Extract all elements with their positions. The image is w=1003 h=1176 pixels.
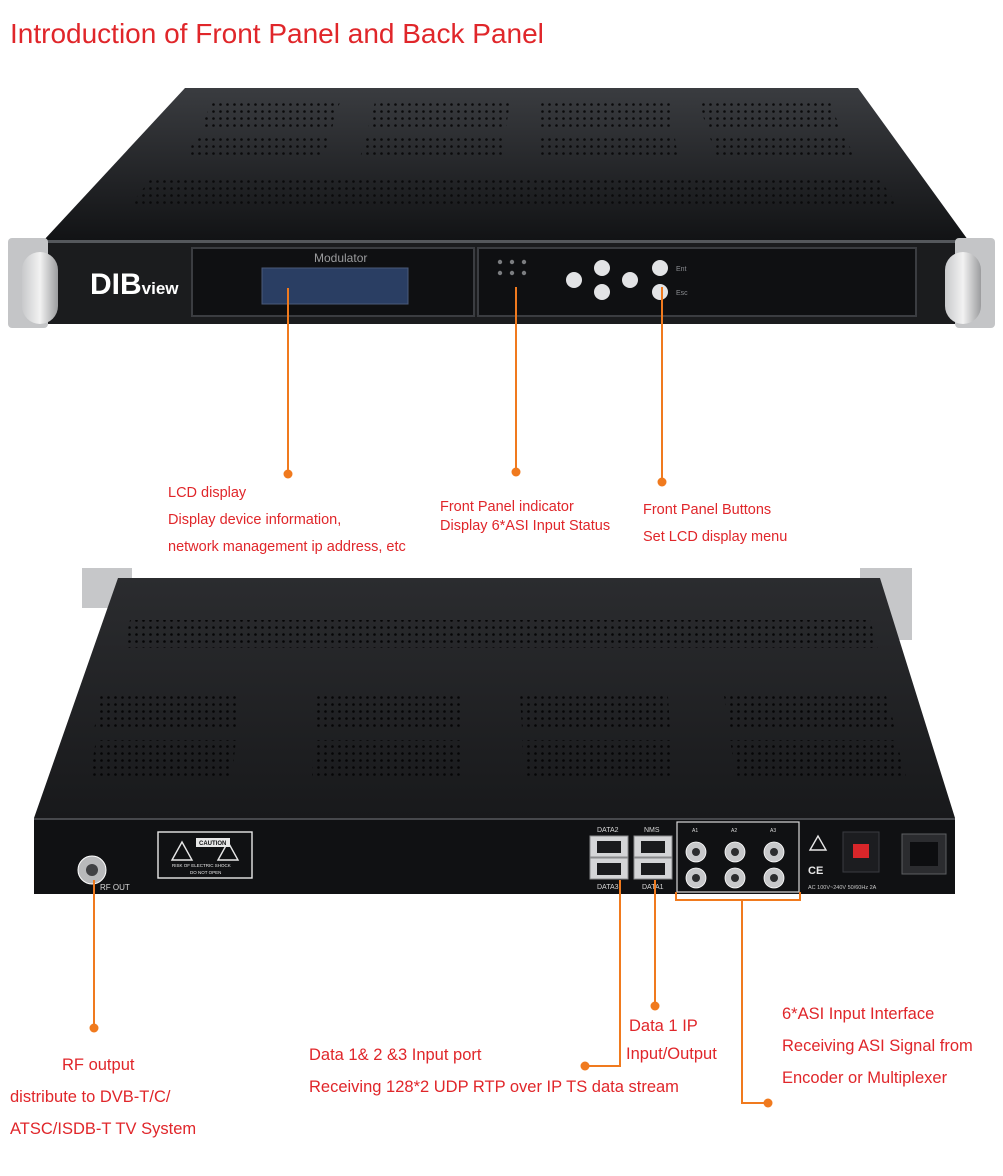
asi-annotation-title: 6*ASI Input Interface <box>782 1005 935 1023</box>
rf-annotation-line-1: distribute to DVB-T/C/ <box>10 1088 171 1106</box>
data1-annotation-line-1: Input/Output <box>626 1045 717 1063</box>
rf-annotation: RF output distribute to DVB-T/C/ ATSC/IS… <box>10 1049 196 1145</box>
data-port-annotation-line-1: Receiving 128*2 UDP RTP over IP TS data … <box>309 1078 679 1096</box>
rj45-ports <box>589 835 673 880</box>
ent-button-label: Ent <box>676 266 687 273</box>
back-panel-device-illustration: RF OUT CAUTION RISK OF ELECTRIC SHOCK DO… <box>34 568 955 894</box>
power-socket <box>901 833 947 875</box>
buttons-annotation-line-1: Set LCD display menu <box>643 529 788 545</box>
data1-label: DATA1 <box>642 884 664 891</box>
rf-out-label: RF OUT <box>100 883 130 892</box>
asi-annotation-line-2: Encoder or Multiplexer <box>782 1069 948 1087</box>
asi-annotation: 6*ASI Input Interface Receiving ASI Sign… <box>782 998 973 1094</box>
indicator-annotation: Front Panel indicator Display 6*ASI Inpu… <box>440 498 610 536</box>
asi-label-a2: A2 <box>731 828 737 834</box>
lcd-annotation-line-1: Display device information, <box>168 512 342 528</box>
data2-label: DATA2 <box>597 827 619 834</box>
asi-input-block <box>676 821 800 893</box>
asi-label-a3: A3 <box>770 828 776 834</box>
esc-button-label: Esc <box>676 290 688 297</box>
control-panel <box>477 247 917 317</box>
data-port-annotation-title: Data 1& 2 &3 Input port <box>309 1046 482 1064</box>
lcd-annotation-title: LCD display <box>168 485 247 501</box>
indicator-annotation-title: Front Panel indicator <box>440 499 574 515</box>
brand-logo: DIBview <box>90 268 179 301</box>
lcd-annotation: LCD display Display device information, … <box>168 480 406 561</box>
asi-leader <box>741 900 768 1104</box>
lcd-annotation-line-2: network management ip address, etc <box>168 539 406 555</box>
buttons-annotation: Front Panel Buttons Set LCD display menu <box>643 497 787 551</box>
asi-bracket <box>675 892 801 901</box>
caution-line-1: RISK OF ELECTRIC SHOCK <box>172 863 231 868</box>
power-rating: AC 100V~240V 50/60Hz 2A <box>808 885 877 891</box>
asi-status-leds <box>497 259 527 276</box>
data-port-annotation: Data 1& 2 &3 Input port Receiving 128*2 … <box>309 1039 679 1103</box>
rf-annotation-line-2: ATSC/ISDB-T TV System <box>10 1120 197 1138</box>
asi-annotation-line-1: Receiving ASI Signal from <box>782 1037 973 1055</box>
front-panel-device-illustration: DIBview Modulator Ent Esc <box>8 88 995 328</box>
front-panel-buttons <box>566 260 668 300</box>
right-handle <box>945 252 981 324</box>
data3-label: DATA3 <box>597 884 619 891</box>
data1-annotation: Data 1 IP Input/Output <box>626 1012 717 1068</box>
indicator-annotation-line-1: Display 6*ASI Input Status <box>440 518 611 534</box>
asi-label-a1: A1 <box>692 828 698 834</box>
caution-line-2: DO NOT OPEN <box>190 870 221 875</box>
rf-annotation-title: RF output <box>62 1056 135 1074</box>
power-switch <box>853 844 869 858</box>
left-handle <box>22 252 58 324</box>
lcd-screen <box>261 267 409 305</box>
ce-mark-icon: CE <box>808 865 823 877</box>
buttons-annotation-title: Front Panel Buttons <box>643 502 772 518</box>
nms-label: NMS <box>644 827 660 834</box>
data1-annotation-title: Data 1 IP <box>629 1017 698 1035</box>
warning-icon <box>808 834 828 851</box>
data-port-leader <box>585 880 621 1067</box>
page-title: Introduction of Front Panel and Back Pan… <box>10 18 544 49</box>
caution-title: CAUTION <box>199 841 226 847</box>
lcd-label: Modulator <box>314 251 367 265</box>
